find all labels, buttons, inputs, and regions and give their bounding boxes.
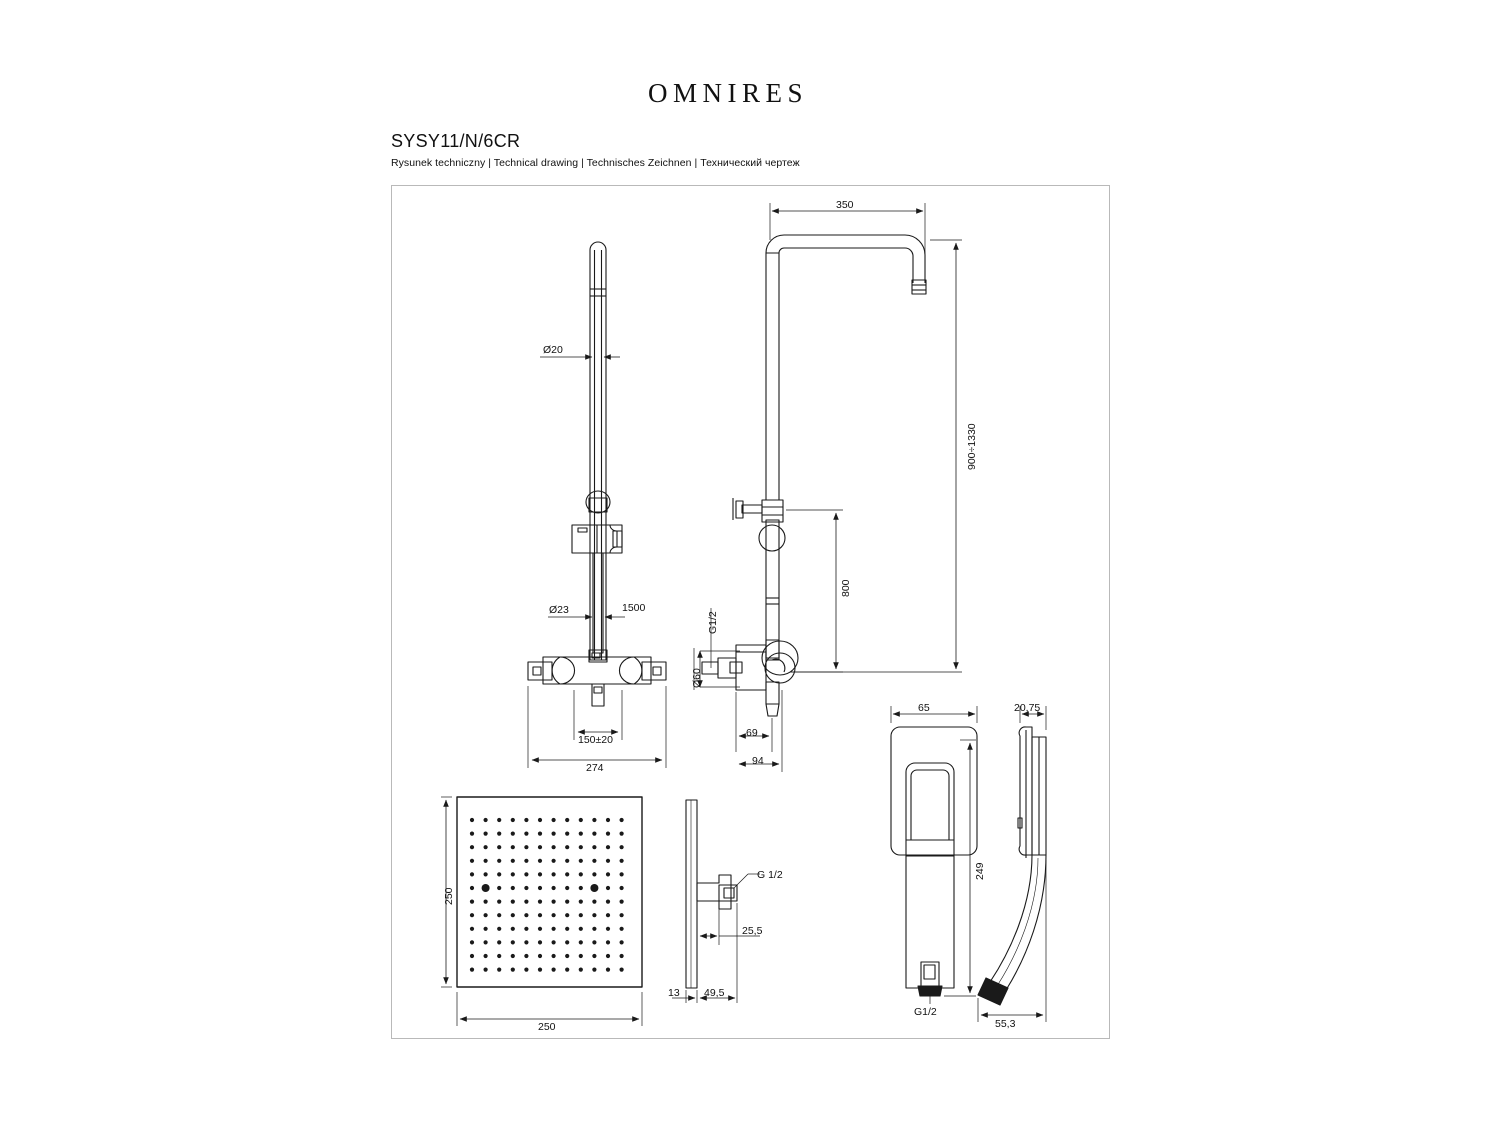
drawing-frame — [391, 185, 1110, 1039]
dim-mixer-centers: 150±20 — [578, 734, 613, 746]
dim-wall-flange-diameter: Ø60 — [691, 668, 703, 688]
dim-head-connector-offset: 25,5 — [742, 925, 763, 937]
dim-hand-shower-width: 65 — [918, 702, 930, 714]
dim-hose-diameter: Ø23 — [549, 604, 569, 616]
dim-hand-shower-bracket-depth: 20,75 — [1014, 702, 1041, 714]
dim-hand-shower-side-depth: 55,3 — [995, 1018, 1016, 1030]
dim-hand-shower-thread: G1/2 — [914, 1006, 937, 1018]
dim-riser-height-range: 900÷1330 — [966, 423, 978, 470]
dim-mixer-width: 274 — [586, 762, 604, 774]
dim-arm-reach: 350 — [836, 199, 854, 211]
dim-mixer-to-outlet: 800 — [840, 579, 852, 597]
dim-hand-shower-length: 249 — [974, 862, 986, 880]
brand-title: OMNIRES — [648, 78, 809, 108]
dim-head-width: 250 — [538, 1021, 556, 1033]
dim-valve-offset: 69 — [746, 727, 758, 739]
drawing-subtitle: Rysunek techniczny | Technical drawing |… — [391, 157, 800, 169]
dim-head-thread: G 1/2 — [757, 869, 783, 881]
dim-inlet-thread: G1/2 — [707, 611, 719, 634]
dim-valve-depth: 94 — [752, 755, 764, 767]
dim-head-connector-depth: 49,5 — [704, 987, 725, 999]
dim-head-height: 250 — [443, 887, 455, 905]
dim-rail-diameter: Ø20 — [543, 344, 563, 356]
dim-head-thickness: 13 — [668, 987, 680, 999]
dim-hose-length: 1500 — [622, 602, 646, 614]
model-code: SYSY11/N/6CR — [391, 131, 521, 151]
